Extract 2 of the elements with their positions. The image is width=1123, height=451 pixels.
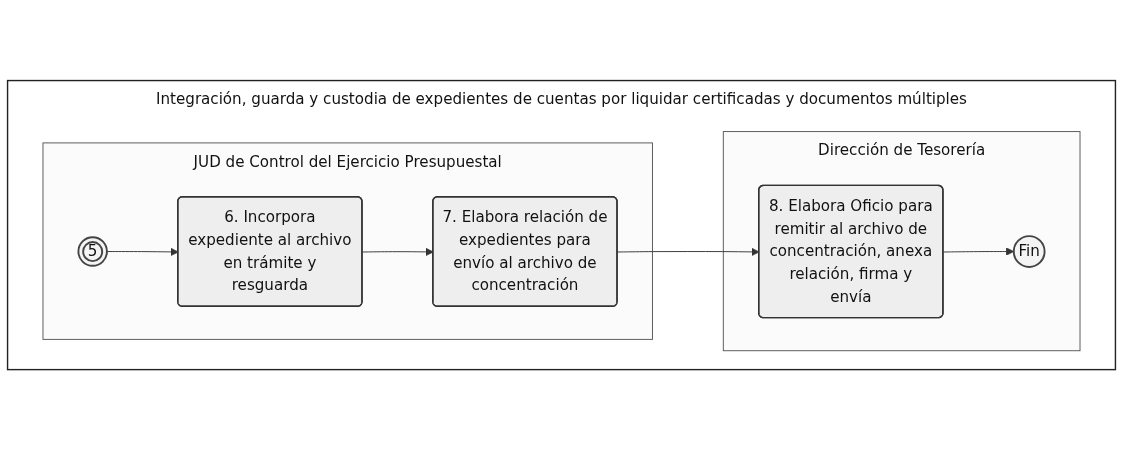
node-circle: 5 — [77, 236, 108, 268]
node-circle: Fin — [1012, 235, 1046, 269]
